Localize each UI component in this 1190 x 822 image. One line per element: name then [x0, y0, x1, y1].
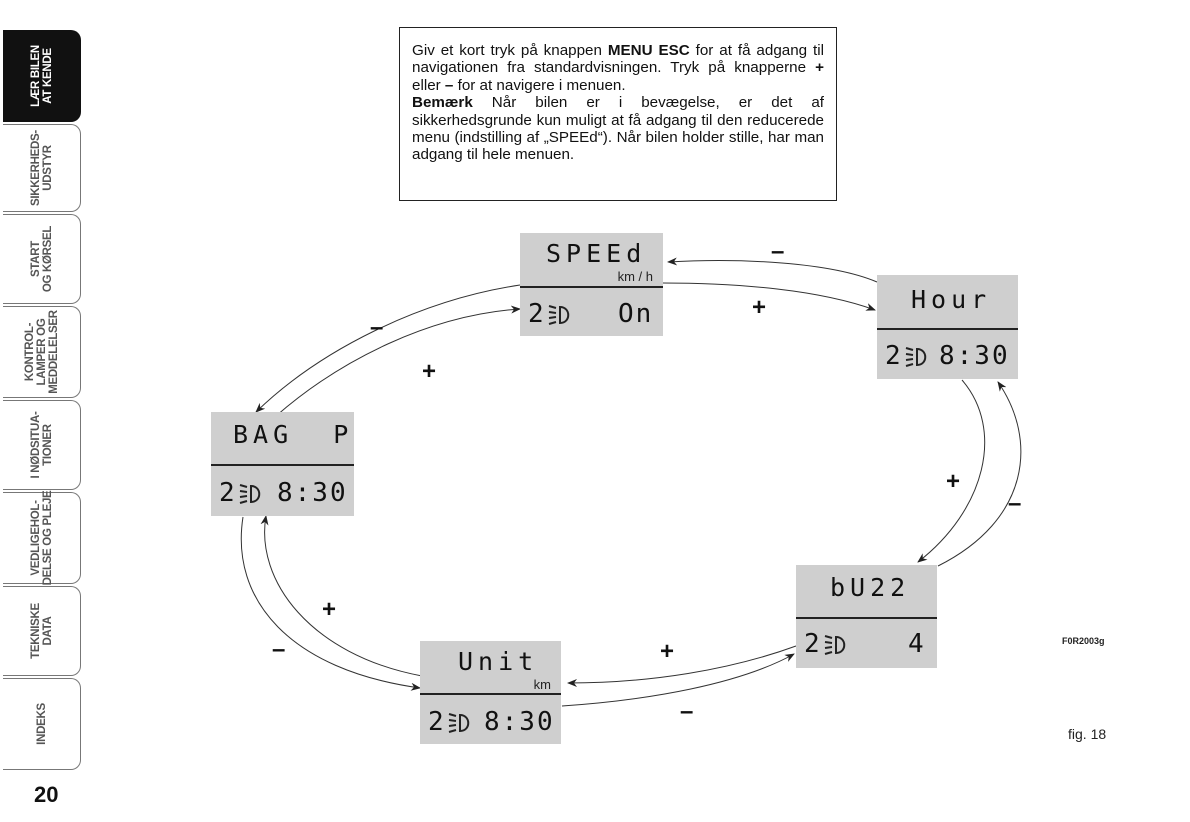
tab-laer-bilen[interactable]: LÆR BILEN AT KENDE: [3, 30, 81, 122]
note-text: for at få adgang til navigationen fra st…: [412, 42, 824, 77]
display-gear: 2: [885, 341, 901, 371]
display-value: On: [618, 299, 654, 329]
display-gear: 2: [528, 299, 544, 329]
display-speed: SPEEd km / h 2 On: [520, 233, 663, 336]
arrow-unit-to-buzz: [561, 653, 795, 707]
display-value: 8:30: [484, 707, 555, 737]
display-value: 4: [908, 629, 926, 659]
note-text: Giv et kort tryk på knappen: [412, 42, 608, 59]
note-bold-bemaerk: Bemærk: [412, 94, 473, 112]
arrow-buzz-to-hour: [937, 381, 1022, 567]
tab-kontrollamper[interactable]: KONTROL- LAMPER OG MEDDELELSER: [3, 306, 81, 398]
display-title: Unit: [458, 647, 539, 676]
note-bold-plus: +: [815, 59, 824, 77]
figure-code: F0R2003g: [1062, 636, 1105, 646]
arrow-bag-to-unit: [240, 516, 421, 691]
plus-sign: +: [422, 358, 437, 385]
tab-nodsituationer[interactable]: I NØDSITUA- TIONER: [3, 400, 81, 490]
display-unit: km: [533, 677, 551, 692]
plus-sign: +: [322, 596, 337, 623]
plus-sign: +: [946, 468, 961, 495]
tab-vedligeholdelse[interactable]: VEDLIGEHOL- DELSE OG PLEJE: [3, 491, 81, 585]
tab-sikkerhedsudstyr[interactable]: SIKKERHEDS- UDSTYR: [3, 124, 81, 212]
headlight-icon: [548, 305, 570, 325]
instruction-box: Giv et kort tryk på knappen MENU ESC for…: [399, 27, 837, 201]
note-bold-minus: –: [444, 76, 454, 94]
arrow-buzz-to-unit: [567, 645, 797, 687]
arrow-unit-to-bag: [260, 515, 423, 677]
display-unit-menu: Unit km 2 8:30: [420, 641, 561, 744]
note-bold-menu-esc: MENU ESC: [607, 42, 690, 59]
plus-sign: +: [660, 638, 675, 665]
arrow-hour-to-speed: [667, 257, 878, 283]
display-title: BAG P: [233, 420, 354, 449]
tab-indeks[interactable]: INDEKS: [3, 678, 81, 770]
display-gear: 2: [219, 478, 235, 508]
display-bag: BAG P 2 8:30: [211, 412, 354, 516]
display-hour: Hour 2 8:30: [877, 275, 1018, 379]
headlight-icon: [239, 484, 261, 504]
arrow-speed-to-hour: [661, 282, 876, 311]
display-title: bU22: [830, 573, 911, 602]
arrow-speed-to-bag: [255, 284, 521, 413]
headlight-icon: [448, 713, 470, 733]
arrow-hour-to-buzz: [917, 379, 986, 563]
minus-sign: –: [370, 314, 384, 341]
headlight-icon: [905, 347, 927, 367]
arrow-bag-to-speed: [275, 305, 521, 417]
tab-start[interactable]: START OG KØRSEL: [3, 214, 81, 304]
figure-caption: fig. 18: [1068, 726, 1107, 742]
note-text: Når bilen er i bevægelse, er det af sikk…: [412, 94, 824, 164]
note-text: for at navigere i menuen.: [453, 76, 626, 94]
note-text: eller: [412, 76, 445, 94]
minus-sign: –: [680, 698, 694, 725]
display-buzz: bU22 2 4: [796, 565, 937, 668]
tab-tekniske-data[interactable]: TEKNISKE DATA: [3, 586, 81, 676]
page-number: 20: [34, 782, 59, 807]
minus-sign: –: [272, 636, 286, 663]
minus-sign: –: [1008, 490, 1022, 517]
display-gear: 2: [804, 629, 820, 659]
display-value: 8:30: [939, 341, 1010, 371]
headlight-icon: [824, 635, 846, 655]
display-value: 8:30: [277, 478, 348, 508]
plus-sign: +: [752, 294, 767, 321]
display-unit: km / h: [617, 269, 653, 284]
display-title: Hour: [911, 285, 992, 314]
display-gear: 2: [428, 707, 444, 737]
minus-sign: –: [771, 238, 785, 265]
display-title: SPEEd: [546, 239, 647, 268]
